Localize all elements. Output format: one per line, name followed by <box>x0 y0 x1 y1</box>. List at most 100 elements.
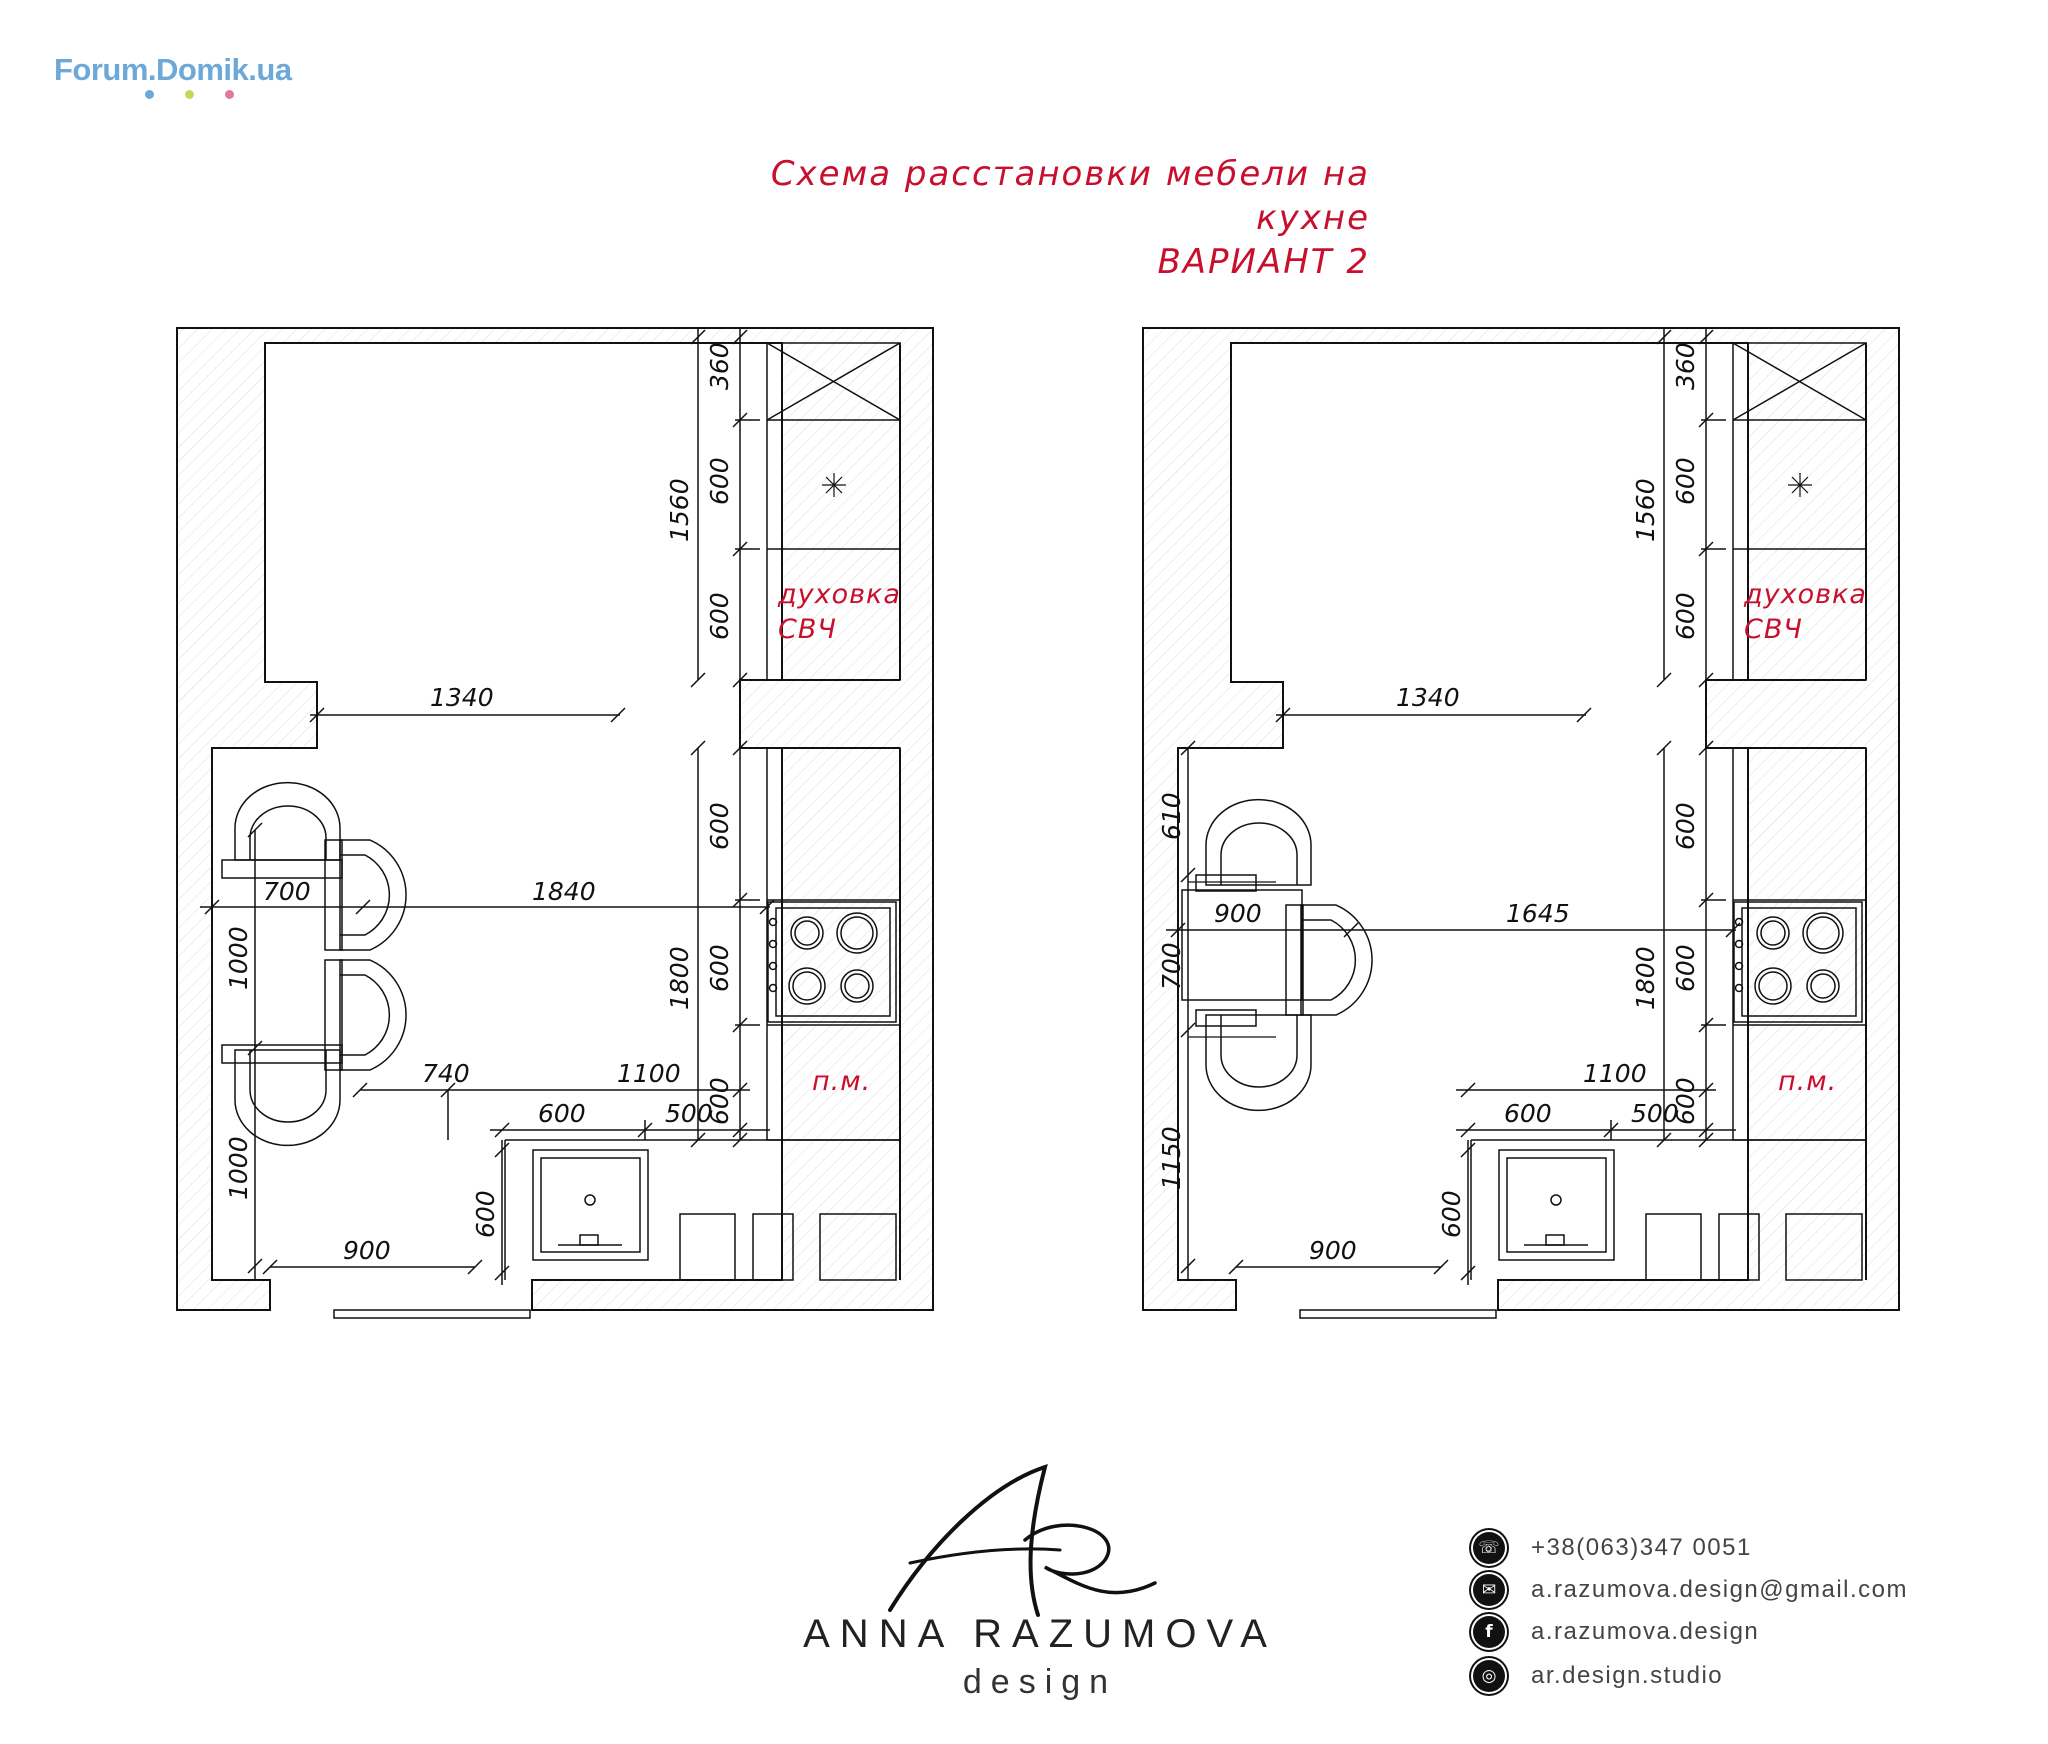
dim-1800: 1800 <box>1631 946 1660 1010</box>
dim-600-sink: 600 <box>1504 1099 1552 1128</box>
dim-700: 700 <box>1157 942 1186 990</box>
contact-phone-text: +38(063)347 0051 <box>1531 1534 1752 1561</box>
dim-500: 500 <box>665 1099 713 1128</box>
monogram-ar-logo <box>888 1463 1157 1617</box>
dim-1800: 1800 <box>665 946 694 1010</box>
tall-cabinets <box>1732 342 1867 681</box>
label-oven: духовка <box>1743 579 1867 610</box>
chairs <box>1181 798 1373 1112</box>
dim-1340: 1340 <box>1396 683 1460 712</box>
dim-600-upper: 600 <box>705 802 734 850</box>
chair <box>221 1044 343 1147</box>
dim-600-fridge: 600 <box>705 457 734 505</box>
label-dishwasher: п.м. <box>812 1066 871 1097</box>
chair <box>1195 1009 1312 1112</box>
dim-1560: 1560 <box>1631 478 1660 542</box>
dim-900-table: 900 <box>1214 899 1262 928</box>
dim-1340: 1340 <box>430 683 494 712</box>
contact-email-text: a.razumova.design@gmail.com <box>1531 1576 1909 1603</box>
dim-600-return: 600 <box>1437 1190 1466 1238</box>
lower-cabinets <box>679 1213 897 1281</box>
title-line-2: ВАРИАНТ 2 <box>1157 242 1370 282</box>
mail-icon: ✉ <box>1473 1574 1505 1606</box>
door-sill <box>1299 1309 1497 1319</box>
wall-outer <box>1142 327 1900 1311</box>
fridge-symbol <box>822 473 846 497</box>
fridge-symbol <box>1788 473 1812 497</box>
watermark-dot <box>225 90 234 99</box>
chairs <box>221 781 407 1147</box>
dim-1100: 1100 <box>617 1059 681 1088</box>
dimension-lines <box>200 328 775 1285</box>
dim-610: 610 <box>1157 792 1186 840</box>
walls <box>1142 327 1900 1311</box>
dim-900: 900 <box>1309 1236 1357 1265</box>
instagram-icon: ◎ <box>1473 1660 1505 1692</box>
floor-plan-right: духовка СВЧ п.м. <box>1126 310 1906 1320</box>
label-microwave: СВЧ <box>1744 614 1803 645</box>
dim-1840: 1840 <box>532 877 596 906</box>
contact-email[interactable]: ✉ a.razumova.design@gmail.com <box>1473 1572 1908 1608</box>
dim-900: 900 <box>343 1236 391 1265</box>
hob <box>767 901 897 1023</box>
dim-600-dishwasher: 600 <box>1671 1077 1700 1125</box>
dim-360: 360 <box>705 342 734 390</box>
facebook-icon: f <box>1473 1616 1505 1648</box>
chair <box>324 839 407 951</box>
label-oven: духовка <box>777 579 901 610</box>
dim-600-sink: 600 <box>538 1099 586 1128</box>
tall-cabinets <box>766 342 901 681</box>
label-dishwasher: п.м. <box>1778 1066 1837 1097</box>
floor-plan-left: духовка СВЧ п.м. <box>160 310 940 1320</box>
dim-600-oven: 600 <box>1671 592 1700 640</box>
hob <box>1733 901 1863 1023</box>
dim-1150: 1150 <box>1157 1126 1186 1190</box>
dim-600-hob: 600 <box>705 944 734 992</box>
chair <box>1195 798 1312 892</box>
chair <box>1285 904 1373 1016</box>
whatsapp-icon: ☏ <box>1473 1532 1505 1564</box>
dim-600-return: 600 <box>471 1190 500 1238</box>
brand-monogram <box>760 1455 1320 1715</box>
lower-cabinets <box>1645 1213 1863 1281</box>
drawing-title: Схема расстановки мебели на кухне ВАРИАН… <box>720 152 1370 284</box>
contact-instagram[interactable]: ◎ ar.design.studio <box>1473 1658 1723 1694</box>
dim-600-oven: 600 <box>705 592 734 640</box>
sink <box>532 1149 649 1261</box>
watermark-logo: Forum.Domik.ua <box>54 52 292 87</box>
label-microwave: СВЧ <box>778 614 837 645</box>
dim-1100: 1100 <box>1583 1059 1647 1088</box>
dim-600-fridge: 600 <box>1671 457 1700 505</box>
dim-600-hob: 600 <box>1671 944 1700 992</box>
floor-plan-right-drawing: духовка СВЧ п.м. <box>1142 327 1900 1319</box>
dim-600-dishwasher: 600 <box>705 1077 734 1125</box>
dim-740: 740 <box>422 1059 470 1088</box>
wall-outer <box>176 327 934 1311</box>
dim-360: 360 <box>1671 342 1700 390</box>
dim-1560: 1560 <box>665 478 694 542</box>
watermark-dot <box>145 90 154 99</box>
dim-1000-upper: 1000 <box>224 926 253 990</box>
dim-700: 700 <box>263 877 311 906</box>
dimension-lines <box>1166 328 1741 1285</box>
watermark-dot <box>185 90 194 99</box>
brand-sub: design <box>962 1663 1118 1701</box>
chair <box>324 959 407 1071</box>
dim-600-upper: 600 <box>1671 802 1700 850</box>
contact-facebook-text: a.razumova.design <box>1531 1618 1760 1645</box>
dim-1645: 1645 <box>1506 899 1570 928</box>
floor-plan-left-drawing: духовка СВЧ п.м. <box>176 327 934 1319</box>
contact-instagram-text: ar.design.studio <box>1531 1662 1724 1689</box>
kitchen-counter <box>504 747 901 1280</box>
door-sill <box>333 1309 531 1319</box>
dim-500: 500 <box>1631 1099 1679 1128</box>
sink <box>1498 1149 1615 1261</box>
contact-phone[interactable]: ☏ +38(063)347 0051 <box>1473 1530 1752 1566</box>
dim-1000-lower: 1000 <box>224 1136 253 1200</box>
chair <box>221 781 343 879</box>
kitchen-counter <box>1470 747 1867 1280</box>
brand-name: ANNA RAZUMOVA <box>803 1612 1277 1656</box>
contact-facebook[interactable]: f a.razumova.design <box>1473 1614 1759 1650</box>
table <box>1181 889 1303 1001</box>
walls <box>176 327 934 1311</box>
